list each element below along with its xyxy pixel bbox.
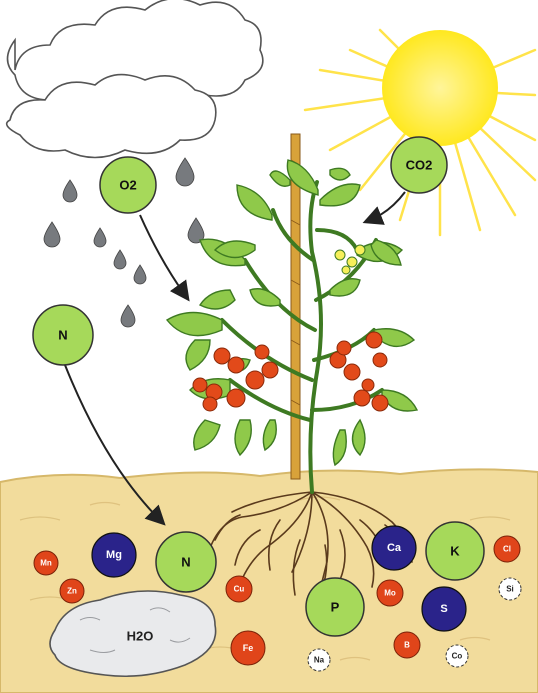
sun-icon <box>382 30 498 146</box>
nutrient-o2: O2 <box>100 157 156 213</box>
svg-text:Mo: Mo <box>384 589 396 598</box>
svg-text:K: K <box>450 544 460 559</box>
nutrient-b: B <box>394 632 420 658</box>
nutrient-n-air: N <box>33 305 93 365</box>
nutrient-na: Na <box>308 649 330 671</box>
svg-text:Fe: Fe <box>243 643 254 653</box>
nutrient-p: P <box>306 578 364 636</box>
svg-text:Zn: Zn <box>67 587 77 596</box>
svg-text:Cl: Cl <box>503 545 511 554</box>
svg-text:P: P <box>331 600 340 615</box>
nutrient-mn: Mn <box>34 551 58 575</box>
nutrient-co: Co <box>446 645 468 667</box>
svg-text:CO2: CO2 <box>406 158 433 173</box>
nutrient-si: Si <box>499 578 521 600</box>
svg-text:N: N <box>58 328 67 343</box>
svg-text:S: S <box>440 603 447 615</box>
svg-text:Si: Si <box>506 585 514 594</box>
svg-text:Ca: Ca <box>387 542 402 554</box>
nutrient-zn: Zn <box>60 579 84 603</box>
svg-text:Mn: Mn <box>40 559 52 568</box>
svg-text:Cu: Cu <box>234 585 245 594</box>
nutrient-mg: Mg <box>92 533 136 577</box>
nutrient-ca: Ca <box>372 526 416 570</box>
label-h2o: H2O <box>127 629 154 644</box>
svg-text:O2: O2 <box>119 178 136 193</box>
svg-text:N: N <box>181 555 190 570</box>
svg-text:Na: Na <box>314 656 325 665</box>
svg-text:Mg: Mg <box>106 549 122 561</box>
nutrient-cl: Cl <box>494 536 520 562</box>
nutrient-cu: Cu <box>226 576 252 602</box>
nutrient-mo: Mo <box>377 580 403 606</box>
svg-text:B: B <box>404 641 410 650</box>
svg-text:Co: Co <box>452 652 463 661</box>
nutrient-co2: CO2 <box>391 137 447 193</box>
nutrient-k: K <box>426 522 484 580</box>
nutrient-fe: Fe <box>231 631 265 665</box>
nutrient-n-soil: N <box>156 532 216 592</box>
nutrient-s: S <box>422 587 466 631</box>
